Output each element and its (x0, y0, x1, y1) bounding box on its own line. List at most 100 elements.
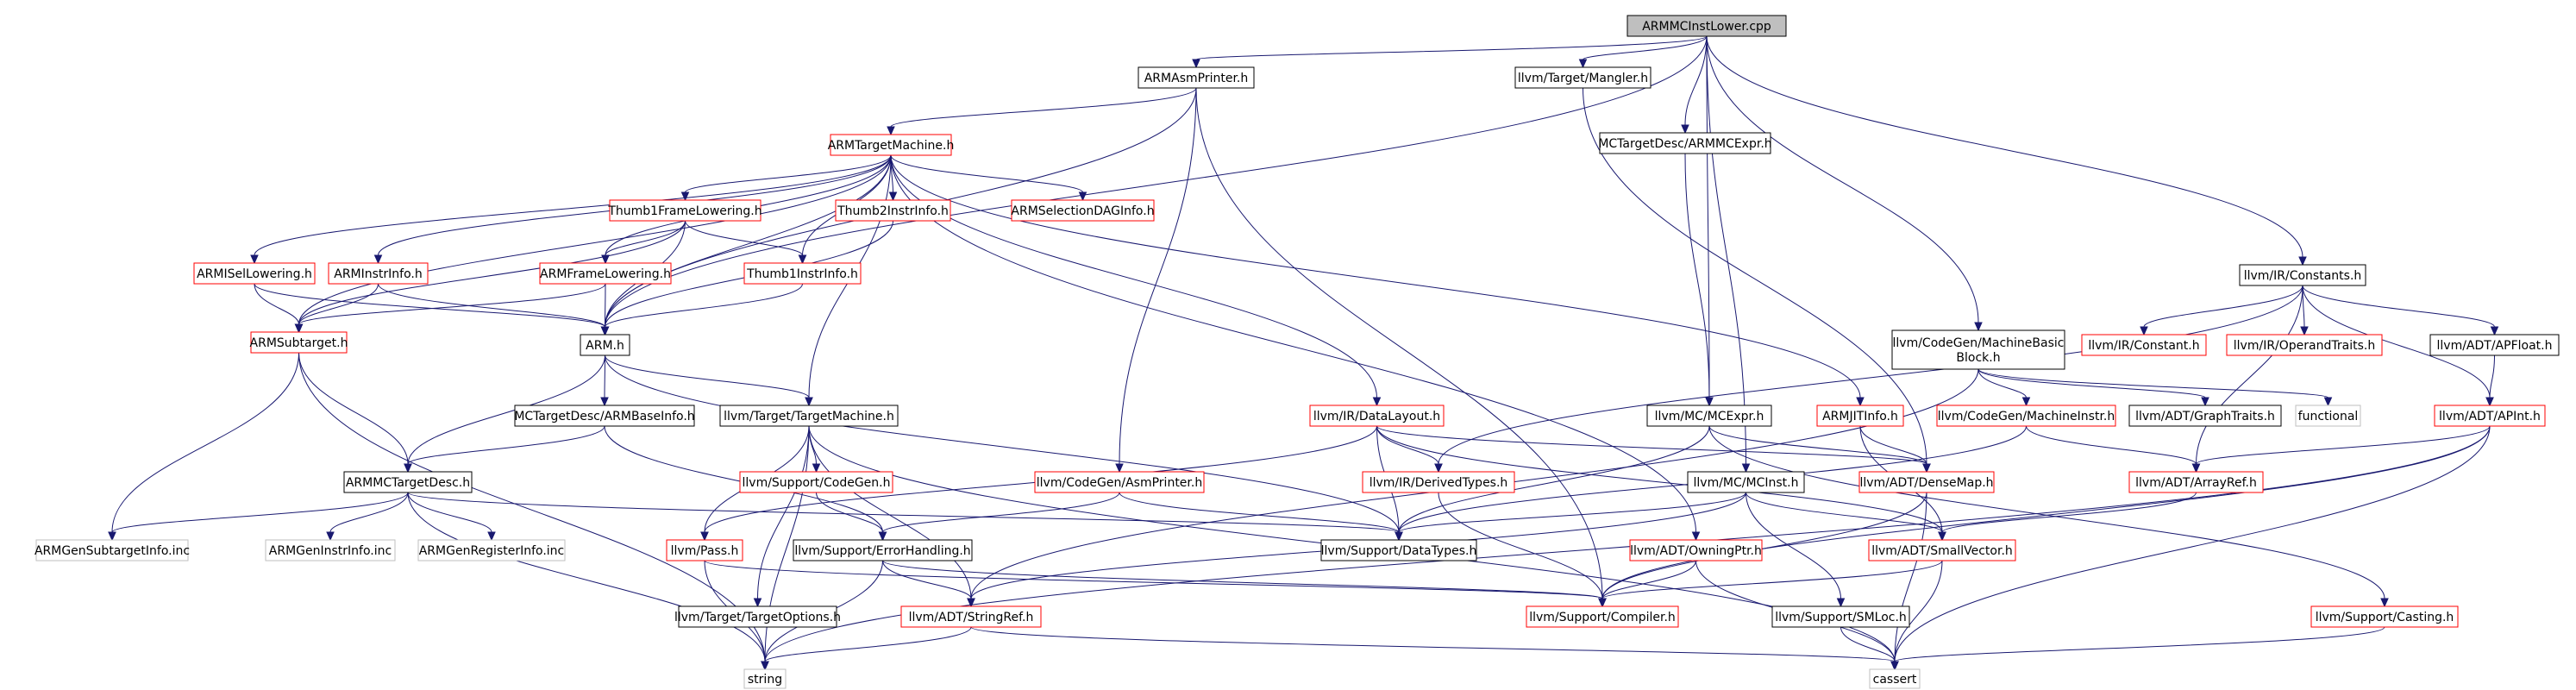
edge-root-mcinst (1706, 35, 1751, 474)
node-asmprinter[interactable]: ARMAsmPrinter.h (1138, 66, 1255, 89)
node-isellow[interactable]: ARMISelLowering.h (193, 262, 316, 285)
node-t1fl[interactable]: Thumb1FrameLowering.h (607, 199, 762, 222)
node-label: ARMMCTargetDesc.h (346, 476, 470, 490)
node-box (1646, 405, 1772, 427)
edge-mbb-functional (1977, 368, 2333, 407)
node-label: llvm/ADT/GraphTraits.h (2135, 410, 2275, 423)
node-t2ii[interactable]: Thumb2InstrInfo.h (835, 199, 951, 222)
node-t1ii[interactable]: Thumb1InstrInfo.h (743, 262, 862, 285)
node-box (193, 262, 316, 285)
edge-tm-subtarget (294, 154, 892, 334)
node-label: Thumb1InstrInfo.h (746, 267, 858, 281)
node-box (2081, 334, 2207, 356)
edge-tm-armh (600, 154, 892, 336)
node-box (1362, 471, 1515, 493)
node-irconstant[interactable]: llvm/IR/Constant.h (2081, 334, 2207, 356)
node-smallvector[interactable]: llvm/ADT/SmallVector.h (1868, 539, 2016, 561)
node-mcexpr[interactable]: llvm/MC/MCExpr.h (1646, 405, 1772, 427)
node-label: llvm/Support/CodeGen.h (743, 476, 891, 490)
node-label: llvm/Support/ErrorHandling.h (794, 544, 970, 558)
node-cassert[interactable]: cassert (1869, 668, 1921, 689)
node-geninstrinc[interactable]: ARMGenInstrInfo.inc (265, 539, 396, 561)
node-label: ARMTargetMachine.h (828, 139, 955, 153)
edge-jtinfo-densemap (1859, 425, 1931, 474)
node-box (1309, 405, 1445, 427)
node-box (1034, 471, 1205, 493)
node-box (2295, 405, 2361, 427)
node-box (539, 262, 672, 285)
node-label: functional (2298, 410, 2359, 423)
node-mctargetdesc[interactable]: ARMMCTargetDesc.h (343, 471, 473, 493)
edge-isellow-subtarget (254, 283, 304, 334)
node-box (2128, 471, 2264, 493)
node-targetmachine[interactable]: llvm/Target/TargetMachine.h (719, 405, 899, 427)
node-label: llvm/IR/DerivedTypes.h (1369, 476, 1508, 490)
node-gensubinc[interactable]: ARMGenSubtargetInfo.inc (34, 539, 190, 561)
node-datalayout[interactable]: llvm/IR/DataLayout.h (1309, 405, 1445, 427)
node-label: llvm/Support/DataTypes.h (1321, 544, 1477, 558)
edge-armh-basinfo (600, 354, 609, 407)
node-armii[interactable]: ARMInstrInfo.h (328, 262, 429, 285)
node-mangler[interactable]: llvm/Target/Mangler.h (1514, 66, 1652, 89)
edge-armfl-subtarget (294, 283, 606, 334)
node-constants[interactable]: llvm/IR/Constants.h (2239, 264, 2366, 286)
node-graphtraits[interactable]: llvm/ADT/GraphTraits.h (2128, 405, 2282, 427)
node-root[interactable]: ARMMCInstLower.cpp (1626, 15, 1787, 37)
node-mcinst[interactable]: llvm/MC/MCInst.h (1687, 471, 1805, 493)
node-box (1936, 405, 2116, 427)
node-operandtraits[interactable]: llvm/IR/OperandTraits.h (2226, 334, 2383, 356)
node-errhandling[interactable]: llvm/Support/ErrorHandling.h (793, 539, 973, 561)
edge-root-mangler (1578, 35, 1708, 69)
edge-t1fl-armfl (601, 220, 686, 265)
node-apfloat[interactable]: llvm/ADT/APFloat.h (2429, 334, 2560, 356)
edges-layer (108, 35, 2499, 671)
node-machineinstr[interactable]: llvm/CodeGen/MachineInstr.h (1936, 405, 2116, 427)
node-label: string (748, 673, 782, 687)
node-armfl[interactable]: ARMFrameLowering.h (539, 262, 672, 285)
node-datatypes[interactable]: llvm/Support/DataTypes.h (1320, 539, 1477, 561)
node-cgasmprinter[interactable]: llvm/CodeGen/AsmPrinter.h (1034, 471, 1205, 493)
node-label: ARMGenInstrInfo.inc (269, 544, 392, 558)
edge-datalayout-derivedtypes (1376, 425, 1443, 474)
node-derivedtypes[interactable]: llvm/IR/DerivedTypes.h (1362, 471, 1515, 493)
node-densemap[interactable]: llvm/ADT/DenseMap.h (1858, 471, 1995, 493)
node-box (2429, 334, 2560, 356)
edge-apint-compiler (1598, 425, 2491, 608)
edge-mctargetdesc-gensubinc (108, 492, 409, 542)
node-box (1138, 66, 1255, 89)
node-string[interactable]: string (743, 668, 787, 689)
node-arrayref[interactable]: llvm/ADT/ArrayRef.h (2128, 471, 2264, 493)
node-label: llvm/IR/DataLayout.h (1313, 410, 1440, 423)
node-box (743, 668, 787, 689)
edge-armmcexpr-mcexpr (1684, 153, 1714, 407)
node-tm[interactable]: ARMTargetMachine.h (828, 134, 955, 156)
node-label: ARMFrameLowering.h (540, 267, 671, 281)
node-targetoptions[interactable]: llvm/Target/TargetOptions.h (674, 605, 841, 628)
node-pass[interactable]: llvm/Pass.h (666, 539, 743, 561)
node-seldag[interactable]: ARMSelectionDAGInfo.h (1011, 199, 1155, 222)
node-owningptr[interactable]: llvm/ADT/OwningPtr.h (1629, 539, 1763, 561)
node-box (35, 539, 189, 561)
node-supcodegen[interactable]: llvm/Support/CodeGen.h (739, 471, 893, 493)
node-genreginc[interactable]: ARMGenRegisterInfo.inc (417, 539, 566, 561)
node-armh[interactable]: ARM.h (580, 334, 630, 356)
node-armmcexpr[interactable]: MCTargetDesc/ARMMCExpr.h (1598, 132, 1772, 154)
edge-root-armmcexpr (1681, 35, 1708, 135)
node-jtinfo[interactable]: ARMJITInfo.h (1816, 405, 1904, 427)
node-compiler[interactable]: llvm/Support/Compiler.h (1526, 605, 1679, 628)
node-basinfo[interactable]: MCTargetDesc/ARMBaseInfo.h (514, 405, 695, 427)
node-casting[interactable]: llvm/Support/Casting.h (2310, 605, 2459, 628)
node-subtarget[interactable]: ARMSubtarget.h (250, 331, 348, 354)
node-functional[interactable]: functional (2295, 405, 2361, 427)
node-label: ARMJITInfo.h (1822, 410, 1898, 423)
node-label: llvm/Target/TargetOptions.h (674, 611, 841, 624)
node-box (1526, 605, 1679, 628)
edge-mbb-graphtraits (1977, 368, 2209, 407)
node-label: Thumb2InstrInfo.h (837, 204, 949, 218)
node-label: ARMISelLowering.h (197, 267, 312, 281)
node-stringref[interactable]: llvm/ADT/StringRef.h (900, 605, 1042, 628)
node-apint[interactable]: llvm/ADT/APInt.h (2434, 405, 2546, 427)
node-smloc[interactable]: llvm/Support/SMLoc.h (1771, 605, 1910, 628)
node-label: ARM.h (586, 339, 624, 353)
